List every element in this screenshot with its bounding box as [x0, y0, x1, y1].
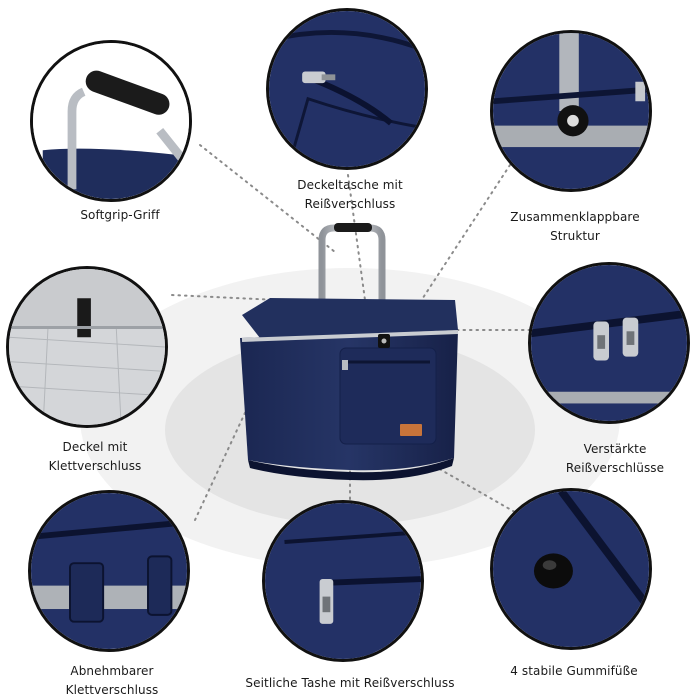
softgrip-handle-icon [33, 43, 189, 199]
caption-line: Deckel mit [62, 440, 128, 454]
caption-line: 4 stabile Gummifüße [510, 664, 638, 678]
caption-lid-pocket: Deckeltasche mit Reißverschluss [250, 176, 450, 214]
caption-softgrip-handle: Softgrip-Griff [20, 206, 220, 225]
detail-circle-rubber-feet [490, 488, 652, 650]
caption-line: Verstärkte [583, 442, 647, 456]
folding-frame-icon [493, 33, 649, 189]
caption-line: Seitliche Tashe mit Reißverschluss [245, 676, 455, 690]
detail-circle-detachable-closure [28, 490, 190, 652]
side-pocket-icon [265, 503, 421, 659]
zipper-pocket-icon [269, 11, 425, 167]
detail-circle-velcro-lid [6, 266, 168, 428]
caption-velcro-lid: Deckel mit Klettverschluss [0, 438, 195, 476]
caption-line: Abnehmbarer [70, 664, 154, 678]
caption-reinforced-zippers: Verstärkte Reißverschlüsse [515, 440, 700, 478]
caption-side-pocket: Seitliche Tashe mit Reißverschluss [230, 674, 470, 693]
caption-line: Deckeltasche mit [297, 178, 403, 192]
cooler-bag-image [240, 223, 459, 481]
caption-line: Klettverschluss [48, 459, 142, 473]
caption-rubber-feet: 4 stabile Gummifüße [474, 662, 674, 681]
insulated-lid-icon [9, 269, 165, 425]
caption-line: Reißverschlüsse [565, 461, 665, 475]
double-zipper-icon [531, 265, 687, 421]
strap-closure-icon [31, 493, 187, 649]
detail-circle-lid-pocket [266, 8, 428, 170]
caption-line: Softgrip-Griff [80, 208, 160, 222]
caption-line: Klettverschluss [65, 683, 159, 697]
caption-foldable-frame: Zusammenklappbare Struktur [475, 208, 675, 246]
caption-detachable-closure: Abnehmbarer Klettverschluss [12, 662, 212, 700]
caption-line: Zusammenklappbare [510, 210, 640, 224]
detail-circle-foldable-frame [490, 30, 652, 192]
detail-circle-side-pocket [262, 500, 424, 662]
caption-line: Struktur [550, 229, 600, 243]
detail-circle-reinforced-zippers [528, 262, 690, 424]
detail-circle-softgrip-handle [30, 40, 192, 202]
caption-line: Reißverschluss [304, 197, 396, 211]
rubber-foot-icon [493, 491, 649, 647]
